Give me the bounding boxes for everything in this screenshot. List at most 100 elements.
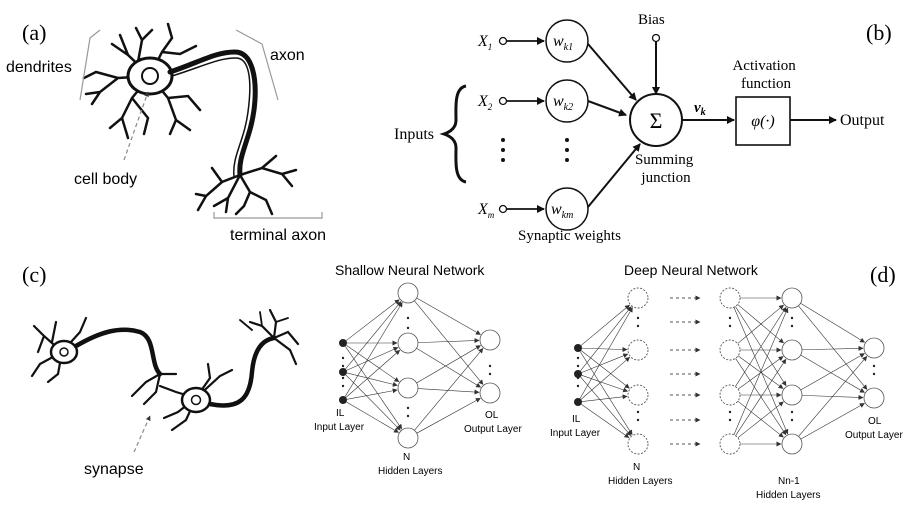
connection-edge [346,388,398,400]
output-neuron [863,337,885,359]
connection-edge [416,345,481,384]
input-neuron [339,396,347,404]
input-xm-label: Xm [477,201,495,220]
connection-edge [580,356,631,400]
connection-edge [580,306,632,372]
cell-body-pointer [123,91,149,161]
connection-edge [416,398,481,434]
inputs-brace [439,84,467,184]
connection-edge [800,354,865,393]
synapse-label: synapse [84,461,144,478]
connection-edge [733,307,789,435]
connection-edge [735,358,787,436]
input-neuron [339,339,347,347]
hidden-neuron [397,427,419,449]
weight-k1-label: wk1 [553,33,573,53]
connection-edge [737,401,784,439]
hidden-neuron [627,384,649,406]
panel-c-letter: (c) [22,262,46,287]
connection-edge [800,403,865,440]
output-neuron [863,387,885,409]
shallow-nn-dots [341,316,492,418]
hidden-neuron [781,384,803,406]
connection-edge [417,388,480,395]
hidden-neuron [719,339,741,361]
connection-edge [581,394,628,402]
connection-edge [344,301,403,397]
panel-d: (d) Deep Neural Network IL Input Layer N… [550,262,903,501]
connection-edge [346,401,399,433]
deep-nn-dashed-arrows [670,295,701,447]
inputs-ellipsis [501,138,569,162]
deep-nn1-label: Nn-1 [778,476,800,487]
shallow-nn-connections [344,297,484,434]
wm-to-sum-arrow [587,143,641,208]
weight-km-node [545,187,589,231]
connection-edge [416,347,482,388]
input-neuron [574,398,582,406]
shallow-il-label: IL [336,408,345,419]
connection-edge [580,376,632,437]
connection-edge [414,348,484,431]
connection-edge [737,400,784,438]
hidden-neuron [719,287,741,309]
shallow-hidden-layers-label: Hidden Layers [378,466,442,477]
connection-edge [733,307,789,435]
connection-edge [345,349,401,398]
input-x2-terminal [498,96,508,106]
connection-edge [345,301,402,370]
dendrites-label: dendrites [6,59,72,76]
input-neuron [574,370,582,378]
terminal-axon-label: terminal axon [230,227,326,244]
connection-edge [798,305,868,390]
hidden-neuron [397,282,419,304]
connection-edge [345,299,400,341]
connection-edge [737,304,784,344]
axon-bracket [235,29,279,101]
dendrites-bracket [79,29,101,101]
connection-edge [581,375,629,393]
connection-edge [737,304,784,344]
connection-edge [579,351,633,436]
bias-label: Bias [638,12,665,28]
weight-k1-node [545,19,589,63]
panel-a: (a) dendrites axon cell body [6,20,326,244]
shallow-nn-title: Shallow Neural Network [335,262,485,278]
w2-to-sum-arrow [587,100,627,117]
deep-hidden-layers-label: Hidden Layers [608,476,672,487]
connection-edge [346,347,399,371]
output-label: Output [840,112,885,129]
sigma-symbol: Σ [650,108,663,133]
connection-edge [414,300,484,385]
terminal-bracket [213,212,323,219]
cell-body-label: cell body [74,171,137,188]
panel-a-letter: (a) [22,20,46,45]
connection-edge [580,304,630,346]
hidden-neuron [627,433,649,455]
hidden-neuron [781,339,803,361]
weight-k2-label: wk2 [553,93,573,113]
shallow-output-layer-label: Output Layer [464,424,522,435]
connection-edge [581,353,629,373]
connection-edge [346,372,398,387]
connection-edge [416,297,481,335]
connection-edge [581,346,628,352]
neuron-drawing [82,22,298,216]
connection-edge [345,346,403,430]
connection-edge [735,306,787,387]
deep-input-layer-label: Input Layer [550,428,601,439]
panel-b-letter: (b) [866,20,892,45]
deep-n-label: N [633,462,640,473]
deep-output-layer-label: Output Layer [845,430,903,441]
inputs-label: Inputs [394,126,434,143]
input-neuron [574,344,582,352]
hidden-neuron [397,377,419,399]
connection-edge [735,358,787,436]
output-neuron [479,329,501,351]
input-x1-label: X1 [477,33,492,52]
panel-b: (b) X1 X2 Xm wk1 wk2 wkm Inputs Bias [394,12,892,244]
connection-edge [417,338,480,344]
hidden-neuron [627,339,649,361]
deep-hidden-layers-2-label: Hidden Layers [756,490,820,501]
